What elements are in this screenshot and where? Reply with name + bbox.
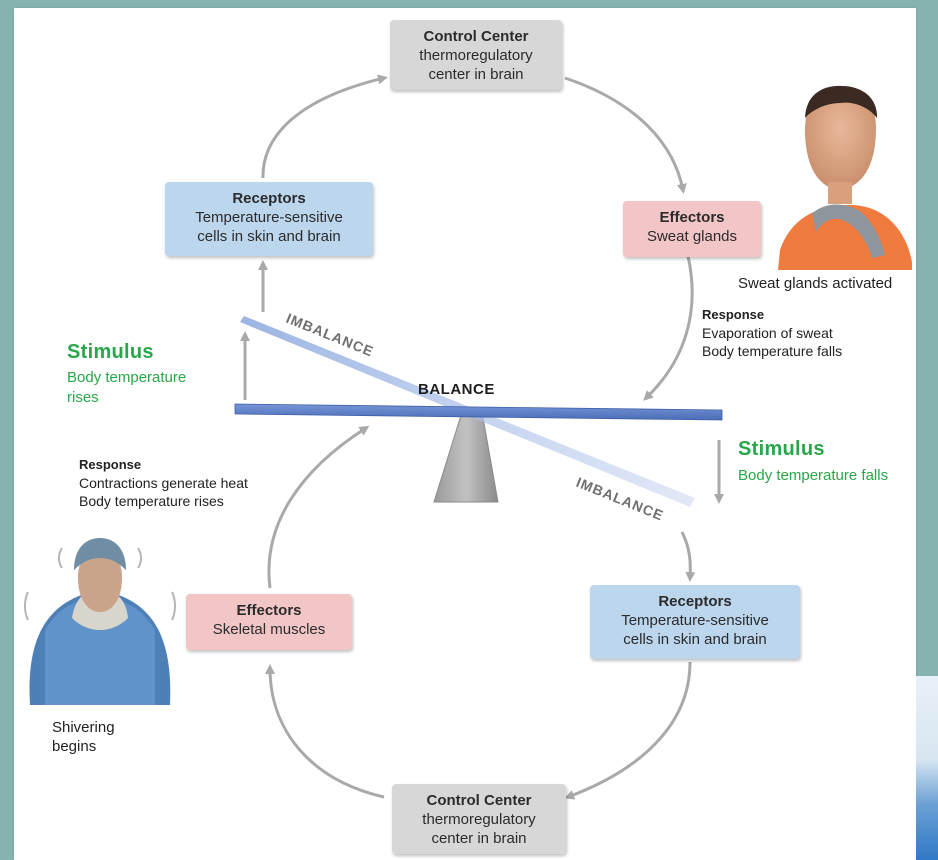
receptors-top-box: Receptors Temperature-sensitive cells in…	[165, 182, 373, 256]
sweat-caption: Sweat glands activated	[738, 275, 893, 292]
receptors-bottom-line2: cells in skin and brain	[623, 631, 767, 648]
sweating-man-illustration	[778, 85, 912, 270]
control-center-top-box: Control Center thermoregulatory center i…	[390, 20, 562, 90]
arrow-imbalance-to-receptors-bottom	[680, 531, 696, 582]
balance-beam	[234, 403, 723, 421]
response-right-line1: Evaporation of sweat	[702, 325, 833, 341]
effectors-top-line1: Sweat glands	[646, 228, 738, 245]
balance-label: BALANCE	[418, 381, 495, 398]
arrow-control-to-effectors-bottom	[265, 664, 385, 799]
stimulus-left-title: Stimulus	[67, 341, 154, 363]
stimulus-left-text: Body temperature rises	[67, 368, 186, 408]
stimulus-left-line1: Body temperature	[67, 369, 187, 386]
receptors-top-title: Receptors	[232, 190, 306, 207]
response-left-line1: Contractions generate heat	[79, 475, 248, 491]
shiver-caption: Shivering begins	[52, 718, 115, 756]
stimulus-left-line2: rises	[67, 389, 99, 406]
stimulus-right-title: Stimulus	[738, 438, 825, 460]
arrow-effectors-to-balance-left	[267, 425, 370, 589]
receptors-bottom-title: Receptors	[658, 593, 732, 610]
shivering-man-illustration	[24, 538, 176, 705]
effectors-top-box: Effectors Sweat glands	[623, 201, 761, 257]
response-left-line2: Body temperature rises	[79, 493, 224, 509]
response-right-title: Response	[702, 307, 765, 322]
control-center-bottom-title: Control Center	[426, 792, 532, 809]
control-center-bottom-box: Control Center thermoregulatory center i…	[392, 784, 566, 854]
shiver-caption-line2: begins	[52, 738, 97, 755]
arrow-effectors-to-balance-right	[643, 255, 694, 401]
arrow-receptors-to-control-top	[261, 74, 388, 179]
control-center-top-line1: thermoregulatory	[419, 47, 533, 64]
response-right-line2: Body temperature falls	[702, 343, 843, 359]
control-center-bottom-line1: thermoregulatory	[422, 811, 536, 828]
control-center-bottom-line2: center in brain	[431, 830, 527, 847]
effectors-top-title: Effectors	[659, 209, 725, 226]
response-right: Response Evaporation of sweat Body tempe…	[702, 306, 842, 360]
edge-strip	[916, 676, 938, 860]
fulcrum	[433, 411, 499, 503]
response-left-title: Response	[79, 457, 142, 472]
arrow-control-to-effectors-top	[564, 76, 687, 194]
response-left: Response Contractions generate heat Body…	[79, 456, 248, 510]
receptors-bottom-line1: Temperature-sensitive	[621, 612, 769, 629]
control-center-top-title: Control Center	[423, 28, 529, 45]
effectors-bottom-line1: Skeletal muscles	[212, 621, 326, 638]
stimulus-right-text: Body temperature falls	[738, 467, 889, 484]
effectors-bottom-box: Effectors Skeletal muscles	[186, 594, 352, 650]
receptors-top-line1: Temperature-sensitive	[195, 209, 343, 226]
shiver-caption-line1: Shivering	[52, 719, 115, 736]
receptors-bottom-box: Receptors Temperature-sensitive cells in…	[590, 585, 800, 659]
control-center-top-line2: center in brain	[428, 66, 524, 83]
arrow-receptors-to-control-bottom	[564, 661, 692, 800]
receptors-top-line2: cells in skin and brain	[197, 228, 341, 245]
effectors-bottom-title: Effectors	[236, 602, 302, 619]
